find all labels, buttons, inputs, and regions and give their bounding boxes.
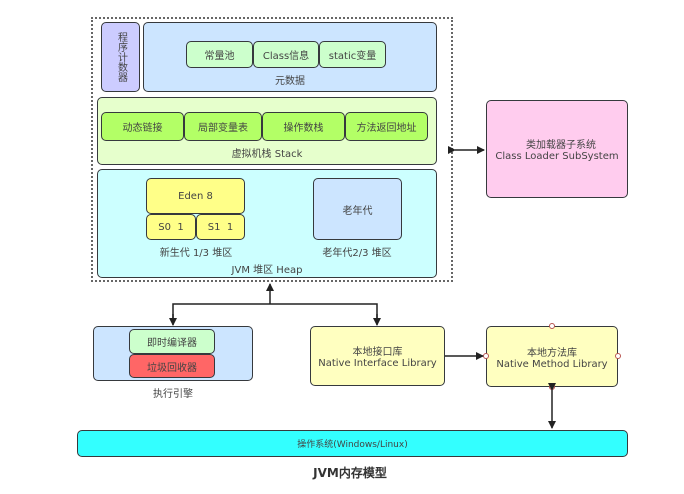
metadata-item-class-info[interactable]: Class信息 [253,41,319,68]
eden-label: Eden 8 [178,190,213,202]
stack-item-return-address[interactable]: 方法返回地址 [345,112,428,141]
program-counter-label: 程序计数器 [115,32,127,82]
metadata-title: 元数据 [275,75,305,87]
s0-label: S0 1 [158,221,184,233]
s1-label: S1 1 [207,221,234,233]
metadata-item-constant-pool[interactable]: 常量池 [186,41,253,68]
heap-title: JVM 堆区 Heap [231,264,303,276]
branch-line [172,303,378,324]
metadata-item-label: 常量池 [204,51,235,62]
connection-port-right[interactable] [615,353,621,359]
connection-port-top[interactable] [549,323,555,329]
native-interface-label-zh: 本地接口库 [352,347,403,358]
execution-engine-caption: 执行引擎 [153,388,193,400]
metadata-item-label: static变量 [328,51,377,62]
stack-item-operand-stack[interactable]: 操作数栈 [262,112,345,141]
young-gen-caption: 新生代 1/3 堆区 [159,247,233,259]
survivor-s1-box[interactable]: S1 1 [196,214,245,240]
stack-item-label: 局部变量表 [198,123,248,134]
stack-item-local-vars[interactable]: 局部变量表 [184,112,262,141]
native-interface-label-en: Native Interface Library [318,358,437,369]
stack-item-label: 方法返回地址 [356,123,417,134]
program-counter-box[interactable]: 程序计数器 [101,22,140,92]
os-label: 操作系统(Windows/Linux) [297,440,408,450]
old-gen-box[interactable]: 老年代 [313,178,402,240]
metadata-item-static-vars[interactable]: static变量 [319,41,386,68]
jit-compiler-label: 即时编译器 [147,338,197,349]
metadata-item-label: Class信息 [262,51,310,62]
class-loader-label-zh: 类加载器子系统 [526,140,596,151]
garbage-collector-box[interactable]: 垃圾回收器 [129,354,215,378]
old-gen-label: 老年代 [342,205,373,217]
garbage-collector-label: 垃圾回收器 [147,362,197,374]
stack-item-dynamic-linking[interactable]: 动态链接 [101,112,184,141]
class-loader-box[interactable]: 类加载器子系统 Class Loader SubSystem [486,100,628,198]
native-interface-box[interactable]: 本地接口库 Native Interface Library [310,326,445,386]
diagram-title: JVM内存模型 [313,465,387,480]
os-bar[interactable]: 操作系统(Windows/Linux) [77,430,628,457]
jit-compiler-box[interactable]: 即时编译器 [129,329,215,354]
eden-box[interactable]: Eden 8 [146,178,245,214]
stack-title: 虚拟机栈 Stack [231,148,303,160]
stack-item-label: 操作数栈 [283,123,324,134]
survivor-s0-box[interactable]: S0 1 [146,214,196,240]
stack-item-label: 动态链接 [122,123,163,134]
class-loader-label-en: Class Loader SubSystem [495,151,619,162]
native-method-label-en: Native Method Library [496,358,608,370]
native-method-label-zh: 本地方法库 [527,347,577,359]
old-gen-caption: 老年代2/3 堆区 [322,247,392,259]
